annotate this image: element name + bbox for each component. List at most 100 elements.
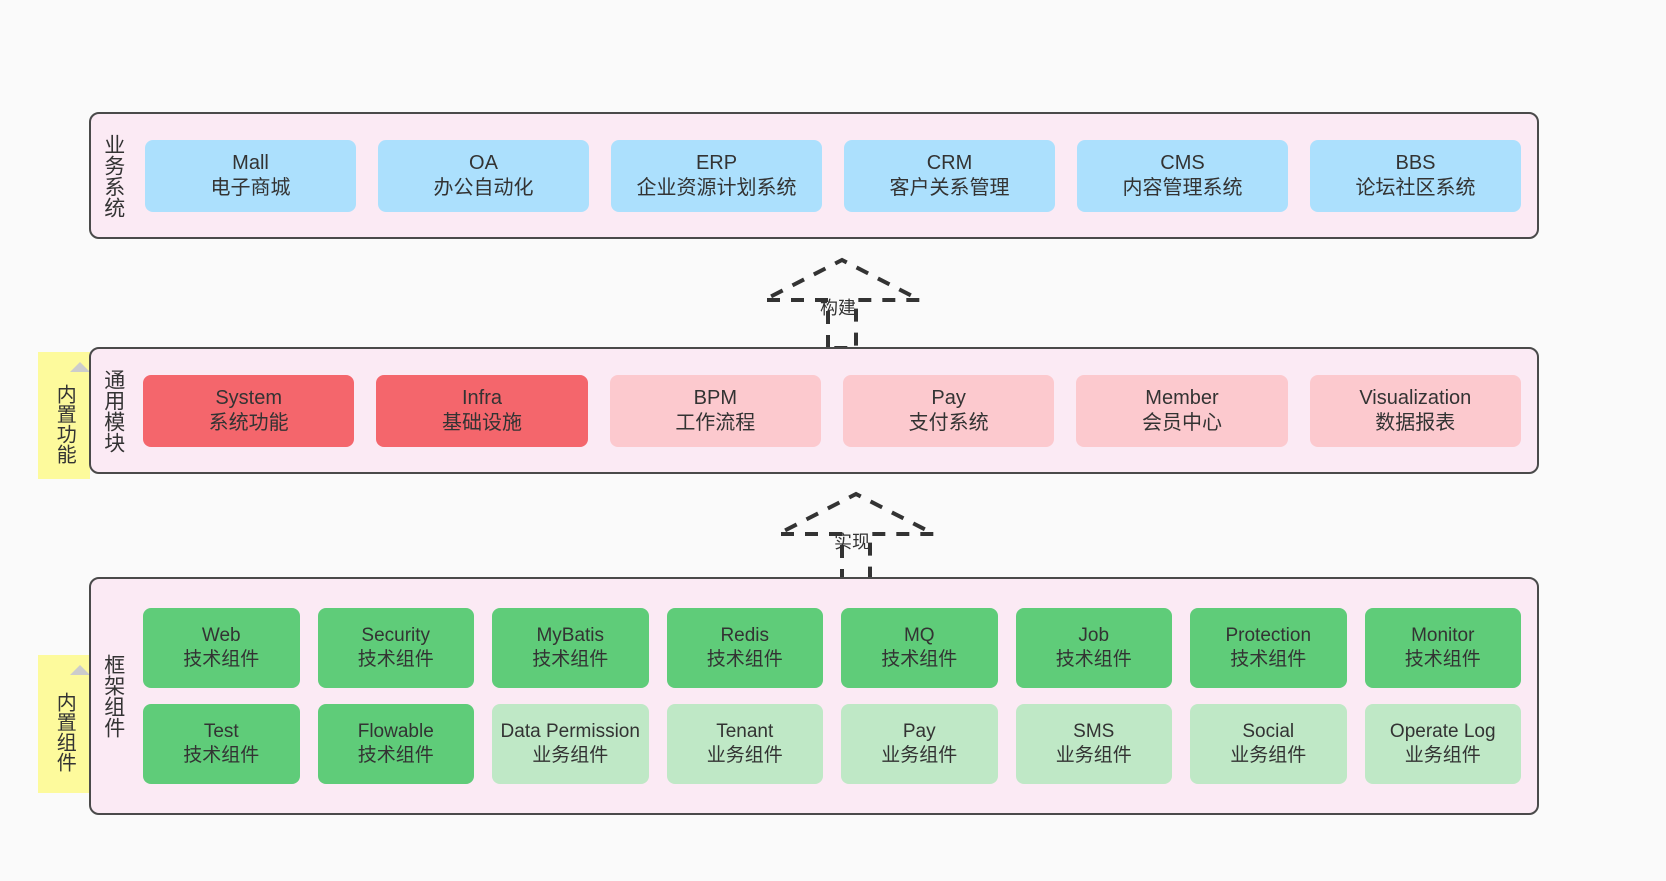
card-redis[interactable]: Redis 技术组件 [666, 608, 823, 688]
card-subtitle: 办公自动化 [433, 176, 534, 199]
card-infra[interactable]: Infra 基础设施 [376, 374, 588, 447]
card-pay[interactable]: Pay 支付系统 [842, 374, 1055, 447]
card-title: Social [1242, 721, 1295, 743]
card-title: OA [469, 151, 498, 174]
card-title: BBS [1395, 151, 1436, 174]
card-operate-log[interactable]: Operate Log 业务组件 [1364, 704, 1521, 784]
card-subtitle: 技术组件 [1055, 649, 1132, 670]
card-visualization[interactable]: Visualization 数据报表 [1309, 374, 1521, 447]
card-title: MyBatis [536, 625, 605, 647]
card-title: Monitor [1411, 625, 1475, 647]
card-title: Flowable [357, 721, 434, 743]
card-subtitle: 业务组件 [1055, 745, 1132, 766]
card-subtitle: 工作流程 [675, 411, 756, 434]
card-pay-business[interactable]: Pay 业务组件 [841, 704, 998, 784]
card-subtitle: 会员中心 [1141, 411, 1222, 434]
card-title: Operate Log [1389, 721, 1496, 743]
layer-common-cards: System 系统功能 Infra 基础设施 BPM 工作流程 Pay 支付系统… [135, 349, 1537, 472]
card-title: Pay [931, 386, 966, 409]
card-subtitle: 业务组件 [881, 745, 958, 766]
card-sms[interactable]: SMS 业务组件 [1015, 704, 1172, 784]
card-subtitle: 技术组件 [357, 745, 434, 766]
card-title: CMS [1160, 151, 1205, 174]
card-bbs[interactable]: BBS 论坛社区系统 [1310, 139, 1521, 212]
card-subtitle: 基础设施 [441, 411, 522, 434]
connector-implement: 实现 [766, 490, 946, 590]
card-mq[interactable]: MQ 技术组件 [841, 608, 998, 688]
card-subtitle: 业务组件 [1230, 745, 1307, 766]
card-test[interactable]: Test 技术组件 [143, 704, 300, 784]
card-subtitle: 支付系统 [908, 411, 989, 434]
dashed-hollow-arrow-icon [777, 491, 935, 584]
layer-business-system: 业务系统 Mall 电子商城 OA 办公自动化 ERP 企业资源计划系统 CRM… [89, 112, 1539, 239]
card-subtitle: 技术组件 [1230, 649, 1307, 670]
card-subtitle: 业务组件 [1404, 745, 1481, 766]
card-member[interactable]: Member 会员中心 [1076, 374, 1288, 447]
card-subtitle: 企业资源计划系统 [636, 176, 797, 199]
card-title: Protection [1225, 625, 1312, 647]
card-subtitle: 技术组件 [706, 649, 783, 670]
note-builtin-component: 内置组件 [38, 655, 90, 793]
card-tenant[interactable]: Tenant 业务组件 [666, 704, 823, 784]
card-title: Mall [232, 151, 269, 174]
card-title: System [215, 386, 282, 409]
card-row: Test 技术组件 Flowable 技术组件 Data Permission … [143, 704, 1521, 784]
card-crm[interactable]: CRM 客户关系管理 [844, 139, 1055, 212]
card-subtitle: 技术组件 [183, 649, 260, 670]
card-title: Data Permission [500, 721, 640, 743]
card-title: SMS [1073, 721, 1115, 743]
card-bpm[interactable]: BPM 工作流程 [609, 374, 821, 447]
card-title: CRM [926, 151, 973, 174]
card-title: ERP [695, 151, 738, 174]
card-title: Tenant [716, 721, 774, 743]
connector-implement-label: 实现 [834, 532, 870, 552]
card-subtitle: 客户关系管理 [889, 176, 1010, 199]
card-title: Web [201, 625, 241, 647]
card-mall[interactable]: Mall 电子商城 [145, 139, 356, 212]
note-label: 内置组件 [53, 692, 76, 772]
card-protection[interactable]: Protection 技术组件 [1190, 608, 1347, 688]
layer-common-module: 通用模块 System 系统功能 Infra 基础设施 BPM 工作流程 Pay… [89, 347, 1539, 474]
card-subtitle: 业务组件 [706, 745, 783, 766]
card-title: BPM [693, 386, 737, 409]
card-row: System 系统功能 Infra 基础设施 BPM 工作流程 Pay 支付系统… [143, 374, 1521, 447]
connector-build-label: 构建 [820, 298, 856, 318]
card-subtitle: 论坛社区系统 [1355, 176, 1476, 199]
card-subtitle: 数据报表 [1375, 411, 1456, 434]
card-flowable[interactable]: Flowable 技术组件 [317, 704, 474, 784]
layer-framework-component: 框架组件 Web 技术组件 Security 技术组件 MyBatis 技术组件… [89, 577, 1539, 815]
card-title: Test [203, 721, 239, 743]
card-security[interactable]: Security 技术组件 [317, 608, 474, 688]
card-social[interactable]: Social 业务组件 [1190, 704, 1347, 784]
layer-title-business: 业务系统 [101, 133, 125, 218]
card-subtitle: 内容管理系统 [1122, 176, 1243, 199]
note-label: 内置功能 [53, 383, 76, 464]
card-title: Pay [902, 721, 936, 743]
card-web[interactable]: Web 技术组件 [143, 608, 300, 688]
card-row: Mall 电子商城 OA 办公自动化 ERP 企业资源计划系统 CRM 客户关系… [145, 139, 1521, 212]
card-mybatis[interactable]: MyBatis 技术组件 [492, 608, 649, 688]
card-job[interactable]: Job 技术组件 [1015, 608, 1172, 688]
card-title: MQ [903, 625, 935, 647]
card-subtitle: 技术组件 [1404, 649, 1481, 670]
card-title: Infra [461, 386, 502, 409]
layer-business-cards: Mall 电子商城 OA 办公自动化 ERP 企业资源计划系统 CRM 客户关系… [135, 114, 1537, 237]
card-title: Job [1078, 625, 1110, 647]
card-erp[interactable]: ERP 企业资源计划系统 [611, 139, 822, 212]
card-title: Member [1145, 386, 1219, 409]
card-oa[interactable]: OA 办公自动化 [378, 139, 589, 212]
card-subtitle: 技术组件 [183, 745, 260, 766]
card-subtitle: 技术组件 [357, 649, 434, 670]
card-system[interactable]: System 系统功能 [143, 374, 355, 447]
card-monitor[interactable]: Monitor 技术组件 [1364, 608, 1521, 688]
note-fold-corner-icon [70, 655, 90, 675]
card-cms[interactable]: CMS 内容管理系统 [1077, 139, 1288, 212]
card-title: Visualization [1359, 386, 1472, 409]
card-data-permission[interactable]: Data Permission 业务组件 [492, 704, 649, 784]
connector-build: 构建 [752, 256, 932, 356]
layer-title-common: 通用模块 [101, 368, 125, 453]
note-fold-corner-icon [70, 352, 90, 372]
card-subtitle: 技术组件 [881, 649, 958, 670]
card-title: Redis [720, 625, 770, 647]
